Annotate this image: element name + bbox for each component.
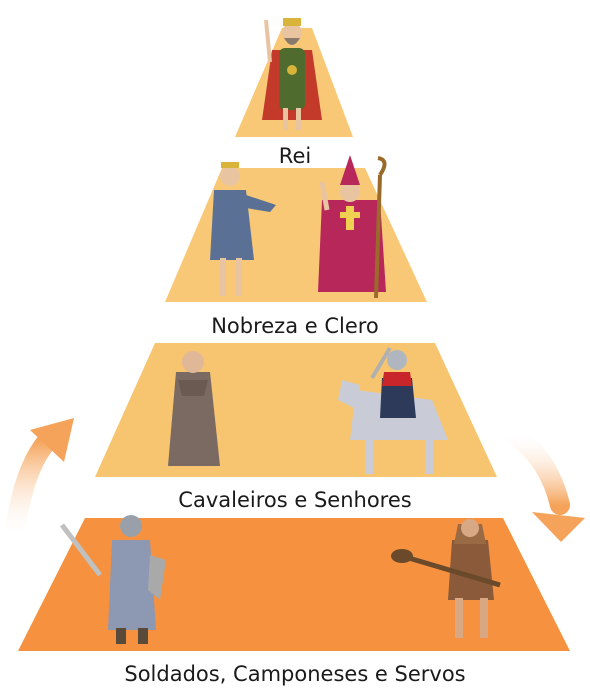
knight-on-horse-figure [338, 346, 448, 474]
cycle-arrow-down-icon [498, 420, 585, 542]
tier-label-nobility-clergy: Nobreza e Clero [211, 314, 379, 338]
soldier-figure [60, 515, 166, 644]
king-figure [262, 18, 322, 130]
monk-figure [168, 351, 220, 466]
tier-label-king: Rei [278, 144, 312, 168]
tier-nobility-clergy-shape [165, 168, 427, 302]
peasant-figure [391, 519, 501, 638]
cycle-arrow-up-icon [4, 418, 74, 550]
tier-label-base: Soldados, Camponeses e Servos [124, 662, 466, 686]
tier-label-knights-lords: Cavaleiros e Senhores [178, 488, 412, 512]
bishop-figure [318, 155, 387, 299]
tier-base-shape [18, 518, 570, 651]
tier-knights-lords-shape [95, 343, 497, 477]
noble-figure [210, 162, 276, 296]
